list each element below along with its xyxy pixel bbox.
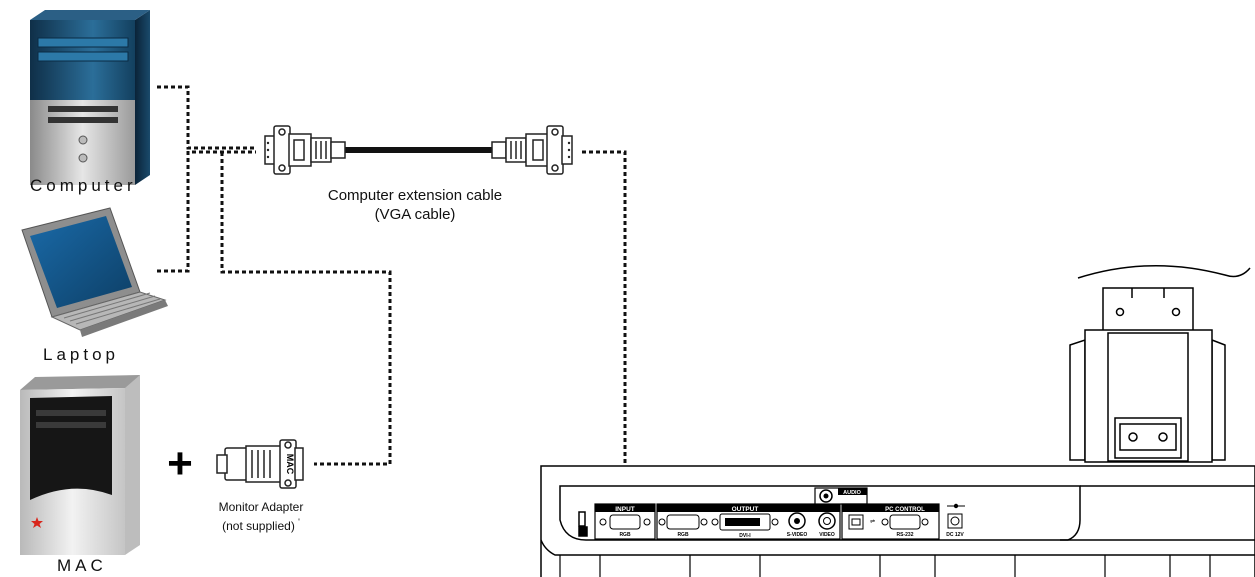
- audio-section: AUDIO: [814, 487, 868, 505]
- mac-tower-icon: [20, 375, 140, 555]
- lock-icon: [578, 526, 588, 537]
- adapter-label-line1: Monitor Adapter: [218, 500, 304, 514]
- output-section: OUTPUT RGB DVI-I S-VIDEO VIDEO: [656, 503, 841, 540]
- rear-panel: INPUT RGB OUTPUT RGB DVI-I S-VIDEO VI: [594, 487, 965, 540]
- laptop-label: Laptop: [43, 345, 119, 364]
- mac-star-icon: [31, 517, 43, 528]
- plus-sign: +: [167, 439, 193, 488]
- computer-tower-icon: [30, 10, 150, 185]
- audio-label: AUDIO: [843, 490, 861, 496]
- adapter-label-line2-text: (not supplied): [222, 519, 295, 533]
- output-port-label: S-VIDEO: [787, 532, 808, 538]
- laptop-icon: [21, 207, 168, 337]
- output-label: OUTPUT: [732, 506, 759, 513]
- visualizer-arm: [1069, 264, 1251, 463]
- mac-label: MAC: [57, 556, 107, 575]
- connection-lines: [157, 85, 627, 478]
- cable-label-line2: (VGA cable): [374, 206, 456, 223]
- output-port-label: VIDEO: [819, 532, 835, 538]
- cable-label-line1: Computer extension cable: [327, 187, 503, 204]
- adapter-plug-text: MAC: [285, 454, 295, 475]
- adapter-marker: ': [298, 517, 300, 527]
- input-label: INPUT: [615, 506, 635, 513]
- pc-control-label: PC CONTROL: [885, 507, 925, 513]
- input-section: INPUT RGB: [594, 503, 656, 540]
- input-port-label: RGB: [619, 532, 631, 538]
- pc-control-port-label: RS-232: [897, 532, 914, 538]
- adapter-label: Monitor Adapter (not supplied) ': [202, 500, 320, 534]
- output-port-label: RGB: [677, 532, 689, 538]
- svg-text:⇌: ⇌: [870, 518, 875, 525]
- adapter-label-line2: (not supplied) ': [202, 515, 320, 534]
- power-section: DC 12V: [946, 503, 965, 538]
- vga-cable-icon: [264, 125, 573, 175]
- computer-label: Computer: [30, 176, 137, 195]
- output-port-label: DVI-I: [739, 533, 751, 539]
- monitor-adapter-icon: MAC: [216, 439, 304, 489]
- power-label: DC 12V: [946, 532, 964, 538]
- pc-control-section: PC CONTROL ⇌ RS-232: [841, 503, 940, 540]
- cable-label: Computer extension cable (VGA cable): [305, 186, 525, 224]
